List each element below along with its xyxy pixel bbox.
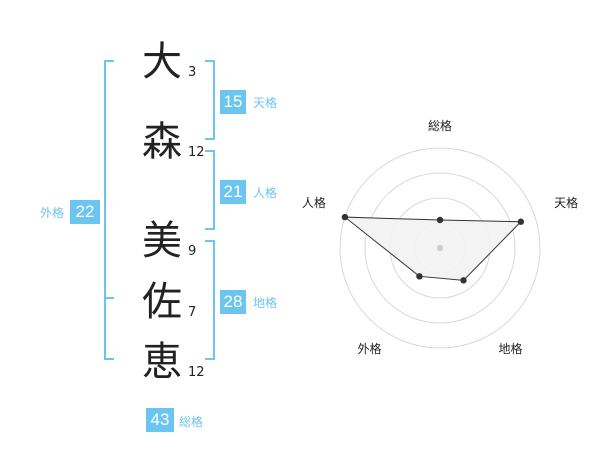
radar-axis-label-1: 総格 <box>428 118 452 133</box>
stroke-count-2: 12 <box>188 145 205 160</box>
gaikaku-badge: 22 <box>70 200 100 224</box>
chikaku-bracket <box>205 240 215 360</box>
jinkaku-badge: 21 <box>220 180 246 204</box>
tenkaku-label: 天格 <box>253 96 278 110</box>
chikaku-label: 地格 <box>253 296 278 310</box>
name-char-2: 森 <box>142 119 182 165</box>
radar-point-5 <box>341 213 349 221</box>
gaikaku-bracket <box>104 60 114 360</box>
name-char-3: 美 <box>142 218 182 264</box>
name-char-5: 恵 <box>142 339 182 385</box>
radar-point-3 <box>460 277 467 284</box>
stroke-count-5: 12 <box>188 365 205 380</box>
jinkaku-bracket <box>205 150 215 230</box>
radar-axis-label-2: 天格 <box>554 195 578 210</box>
radar-axis-label-4: 外格 <box>357 341 381 356</box>
name-char-1: 大 <box>142 39 182 85</box>
stroke-count-3: 9 <box>188 244 197 259</box>
chikaku-badge: 28 <box>220 290 246 314</box>
radar-center-dot <box>437 245 443 251</box>
gaikaku-bracket-tick <box>104 297 114 299</box>
tenkaku-badge: 15 <box>220 90 246 114</box>
radar-axis-label-5: 人格 <box>302 195 326 210</box>
radar-polygon <box>343 216 523 281</box>
jinkaku-label: 人格 <box>253 186 278 200</box>
radar-point-1 <box>436 216 444 224</box>
name-char-4: 佐 <box>142 279 182 325</box>
radar-ring-3 <box>364 172 516 324</box>
gaikaku-label: 外格 <box>40 206 65 220</box>
radar-axis-label-3: 地格 <box>499 341 523 356</box>
radar-point-4 <box>416 273 423 280</box>
radar-ring-4 <box>339 147 541 349</box>
soukaku-label: 総格 <box>179 415 204 429</box>
tenkaku-bracket <box>205 60 215 140</box>
stroke-count-4: 7 <box>188 305 197 320</box>
stroke-count-1: 3 <box>188 65 197 80</box>
radar-point-2 <box>517 218 525 225</box>
soukaku-badge: 43 <box>146 408 174 432</box>
